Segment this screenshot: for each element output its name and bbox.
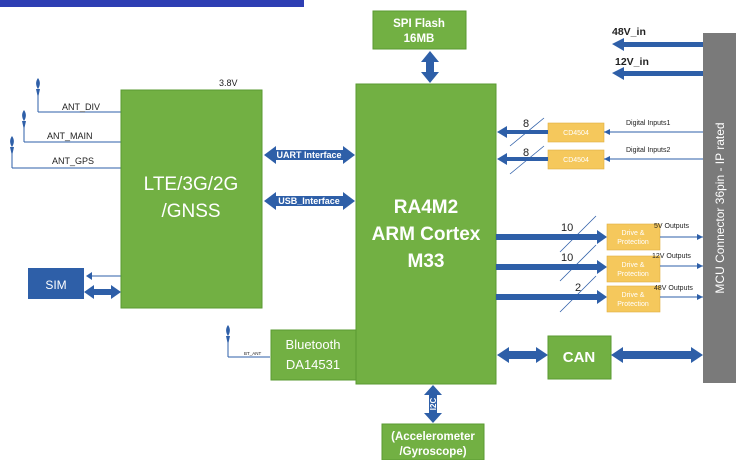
power-48v-arrow (612, 38, 703, 51)
drive-12v-label-2: Protection (617, 271, 649, 278)
can-arrow-right (611, 347, 703, 363)
connector-bar (703, 33, 736, 383)
output-arrow-48v (496, 290, 607, 304)
ant-gps-label: ANT_GPS (52, 156, 94, 166)
cd4504-bottom-label: CD4504 (563, 157, 589, 164)
drive-48v-label-2: Protection (617, 301, 649, 308)
mcu-label-3: M33 (408, 251, 445, 272)
lte-voltage: 3.8V (219, 78, 238, 88)
usb-label: USB_Interface (278, 196, 340, 206)
lte-block (120, 89, 263, 309)
bus-slashes (509, 117, 597, 313)
ant-div-label: ANT_DIV (62, 102, 100, 112)
i2c-arrow (424, 385, 442, 423)
antenna-lines (11, 96, 270, 358)
drive-12v-label-1: Drive & (622, 262, 645, 269)
bluetooth-block (270, 329, 357, 381)
sim-arrow (84, 285, 121, 299)
drive-5v-label-1: Drive & (622, 230, 645, 237)
can-label: CAN (563, 349, 596, 366)
header-bar (0, 0, 304, 7)
power-48v-label: 48V_in (612, 26, 646, 38)
drive-protection-12v (606, 255, 661, 283)
lte-label-2: /GNSS (161, 201, 220, 222)
input-arrow-1 (497, 126, 548, 138)
mcu-label-1: RA4M2 (394, 197, 458, 218)
connector-label: MCU Connector 36pin - IP rated (713, 122, 727, 293)
power-12v-label: 12V_in (615, 56, 649, 68)
drive-5v-label-2: Protection (617, 239, 649, 246)
sim-label: SIM (45, 278, 66, 292)
bluetooth-chip: DA14531 (286, 357, 340, 372)
bt-antenna-icon (226, 325, 230, 345)
sim-block (28, 268, 84, 299)
usb-arrow (264, 192, 355, 210)
ant-div-icon (36, 78, 40, 98)
uart-label: UART Interface (276, 150, 341, 160)
input-2-count: 8 (523, 147, 529, 159)
spi-flash-block (372, 10, 467, 50)
drive-protection-5v (606, 223, 661, 251)
can-block (547, 335, 612, 380)
spi-flash-size: 16MB (404, 33, 435, 45)
i2c-label: I2C (429, 398, 438, 411)
signal-lines (604, 129, 703, 300)
lte-label-1: LTE/3G/2G (144, 174, 239, 195)
uart-arrow (264, 146, 355, 164)
input-1-label: Digital Inputs1 (626, 120, 670, 127)
spi-arrow (421, 51, 439, 83)
drive-protection-48v (606, 285, 661, 313)
sensor-label-2: /Gyroscope) (399, 446, 466, 458)
mcu-block (355, 83, 497, 385)
output-arrow-5v (496, 230, 607, 244)
output-12v-label: 12V Outputs (652, 253, 691, 260)
mcu-label-2: ARM Cortex (372, 224, 481, 245)
input-2-label: Digital Inputs2 (626, 147, 670, 154)
can-arrow-left (497, 347, 548, 363)
output-12v-count: 10 (561, 252, 573, 264)
bluetooth-label: Bluetooth (286, 337, 341, 352)
input-arrow-2 (497, 153, 548, 165)
ant-gps-icon (10, 136, 14, 156)
cd4504-top-label: CD4504 (563, 130, 589, 137)
drive-48v-label-1: Drive & (622, 292, 645, 299)
sensor-block (381, 423, 485, 460)
output-48v-label: 48V Outputs (654, 285, 693, 292)
input-1-count: 8 (523, 118, 529, 130)
output-5v-count: 10 (561, 222, 573, 234)
output-48v-count: 2 (575, 282, 581, 294)
power-12v-arrow (612, 67, 703, 80)
ant-main-label: ANT_MAIN (47, 131, 93, 141)
sensor-label-1: (Accelerometer (391, 431, 475, 443)
spi-flash-label: SPI Flash (393, 18, 445, 30)
output-5v-label: 5V Outputs (654, 223, 690, 230)
ant-main-icon (22, 110, 26, 130)
output-arrow-12v (496, 260, 607, 274)
bt-ant-label: BT_ANT (244, 351, 262, 356)
